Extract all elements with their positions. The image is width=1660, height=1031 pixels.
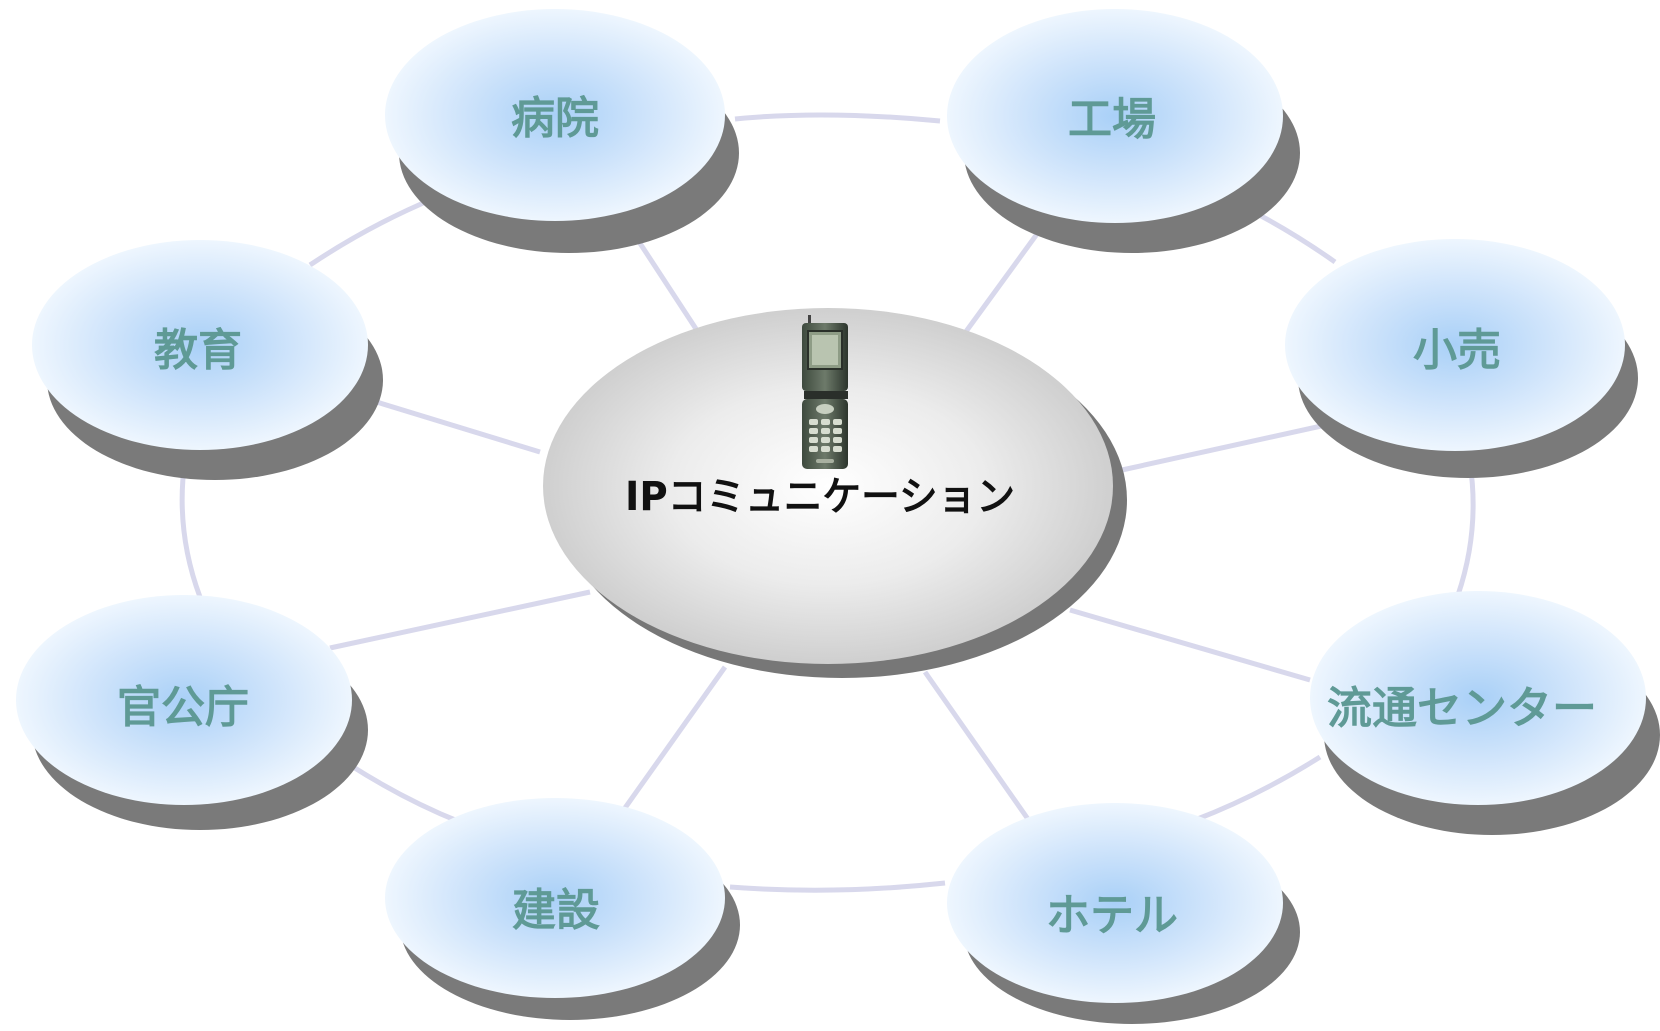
node-ellipse bbox=[385, 9, 725, 221]
node-hospital: 病院 bbox=[385, 9, 739, 253]
spokes bbox=[329, 221, 1336, 824]
node-ellipse bbox=[385, 798, 725, 998]
node-construction: 建設 bbox=[385, 798, 740, 1020]
node-factory: 工場 bbox=[947, 9, 1300, 253]
center-node: IPコミュニケーション bbox=[543, 308, 1127, 678]
node-ellipse bbox=[32, 240, 368, 450]
node-government: 官公庁 bbox=[16, 595, 368, 830]
node-label: 病院 bbox=[511, 93, 599, 144]
node-ellipse bbox=[947, 9, 1283, 223]
node-retail: 小売 bbox=[1285, 239, 1638, 478]
node-label: 教育 bbox=[154, 325, 242, 376]
node-ellipse bbox=[947, 803, 1283, 1003]
node-label: 官公庁 bbox=[117, 682, 249, 733]
node-ellipse bbox=[16, 595, 352, 805]
node-label: 小売 bbox=[1413, 325, 1501, 376]
node-label: 流通センター bbox=[1327, 683, 1597, 734]
node-label: 建設 bbox=[512, 885, 600, 936]
center-node-ellipse bbox=[543, 308, 1113, 664]
node-distribution-center: 流通センター bbox=[1310, 591, 1660, 835]
node-label: 工場 bbox=[1068, 94, 1156, 145]
node-ellipse bbox=[1310, 591, 1646, 805]
node-education: 教育 bbox=[32, 240, 383, 480]
mobile-phone-icon bbox=[802, 315, 848, 469]
node-hotel: ホテル bbox=[947, 803, 1300, 1024]
center-label: IPコミュニケーション bbox=[625, 474, 1015, 520]
node-ellipse bbox=[1285, 239, 1625, 451]
node-label: ホテル bbox=[1046, 890, 1178, 941]
